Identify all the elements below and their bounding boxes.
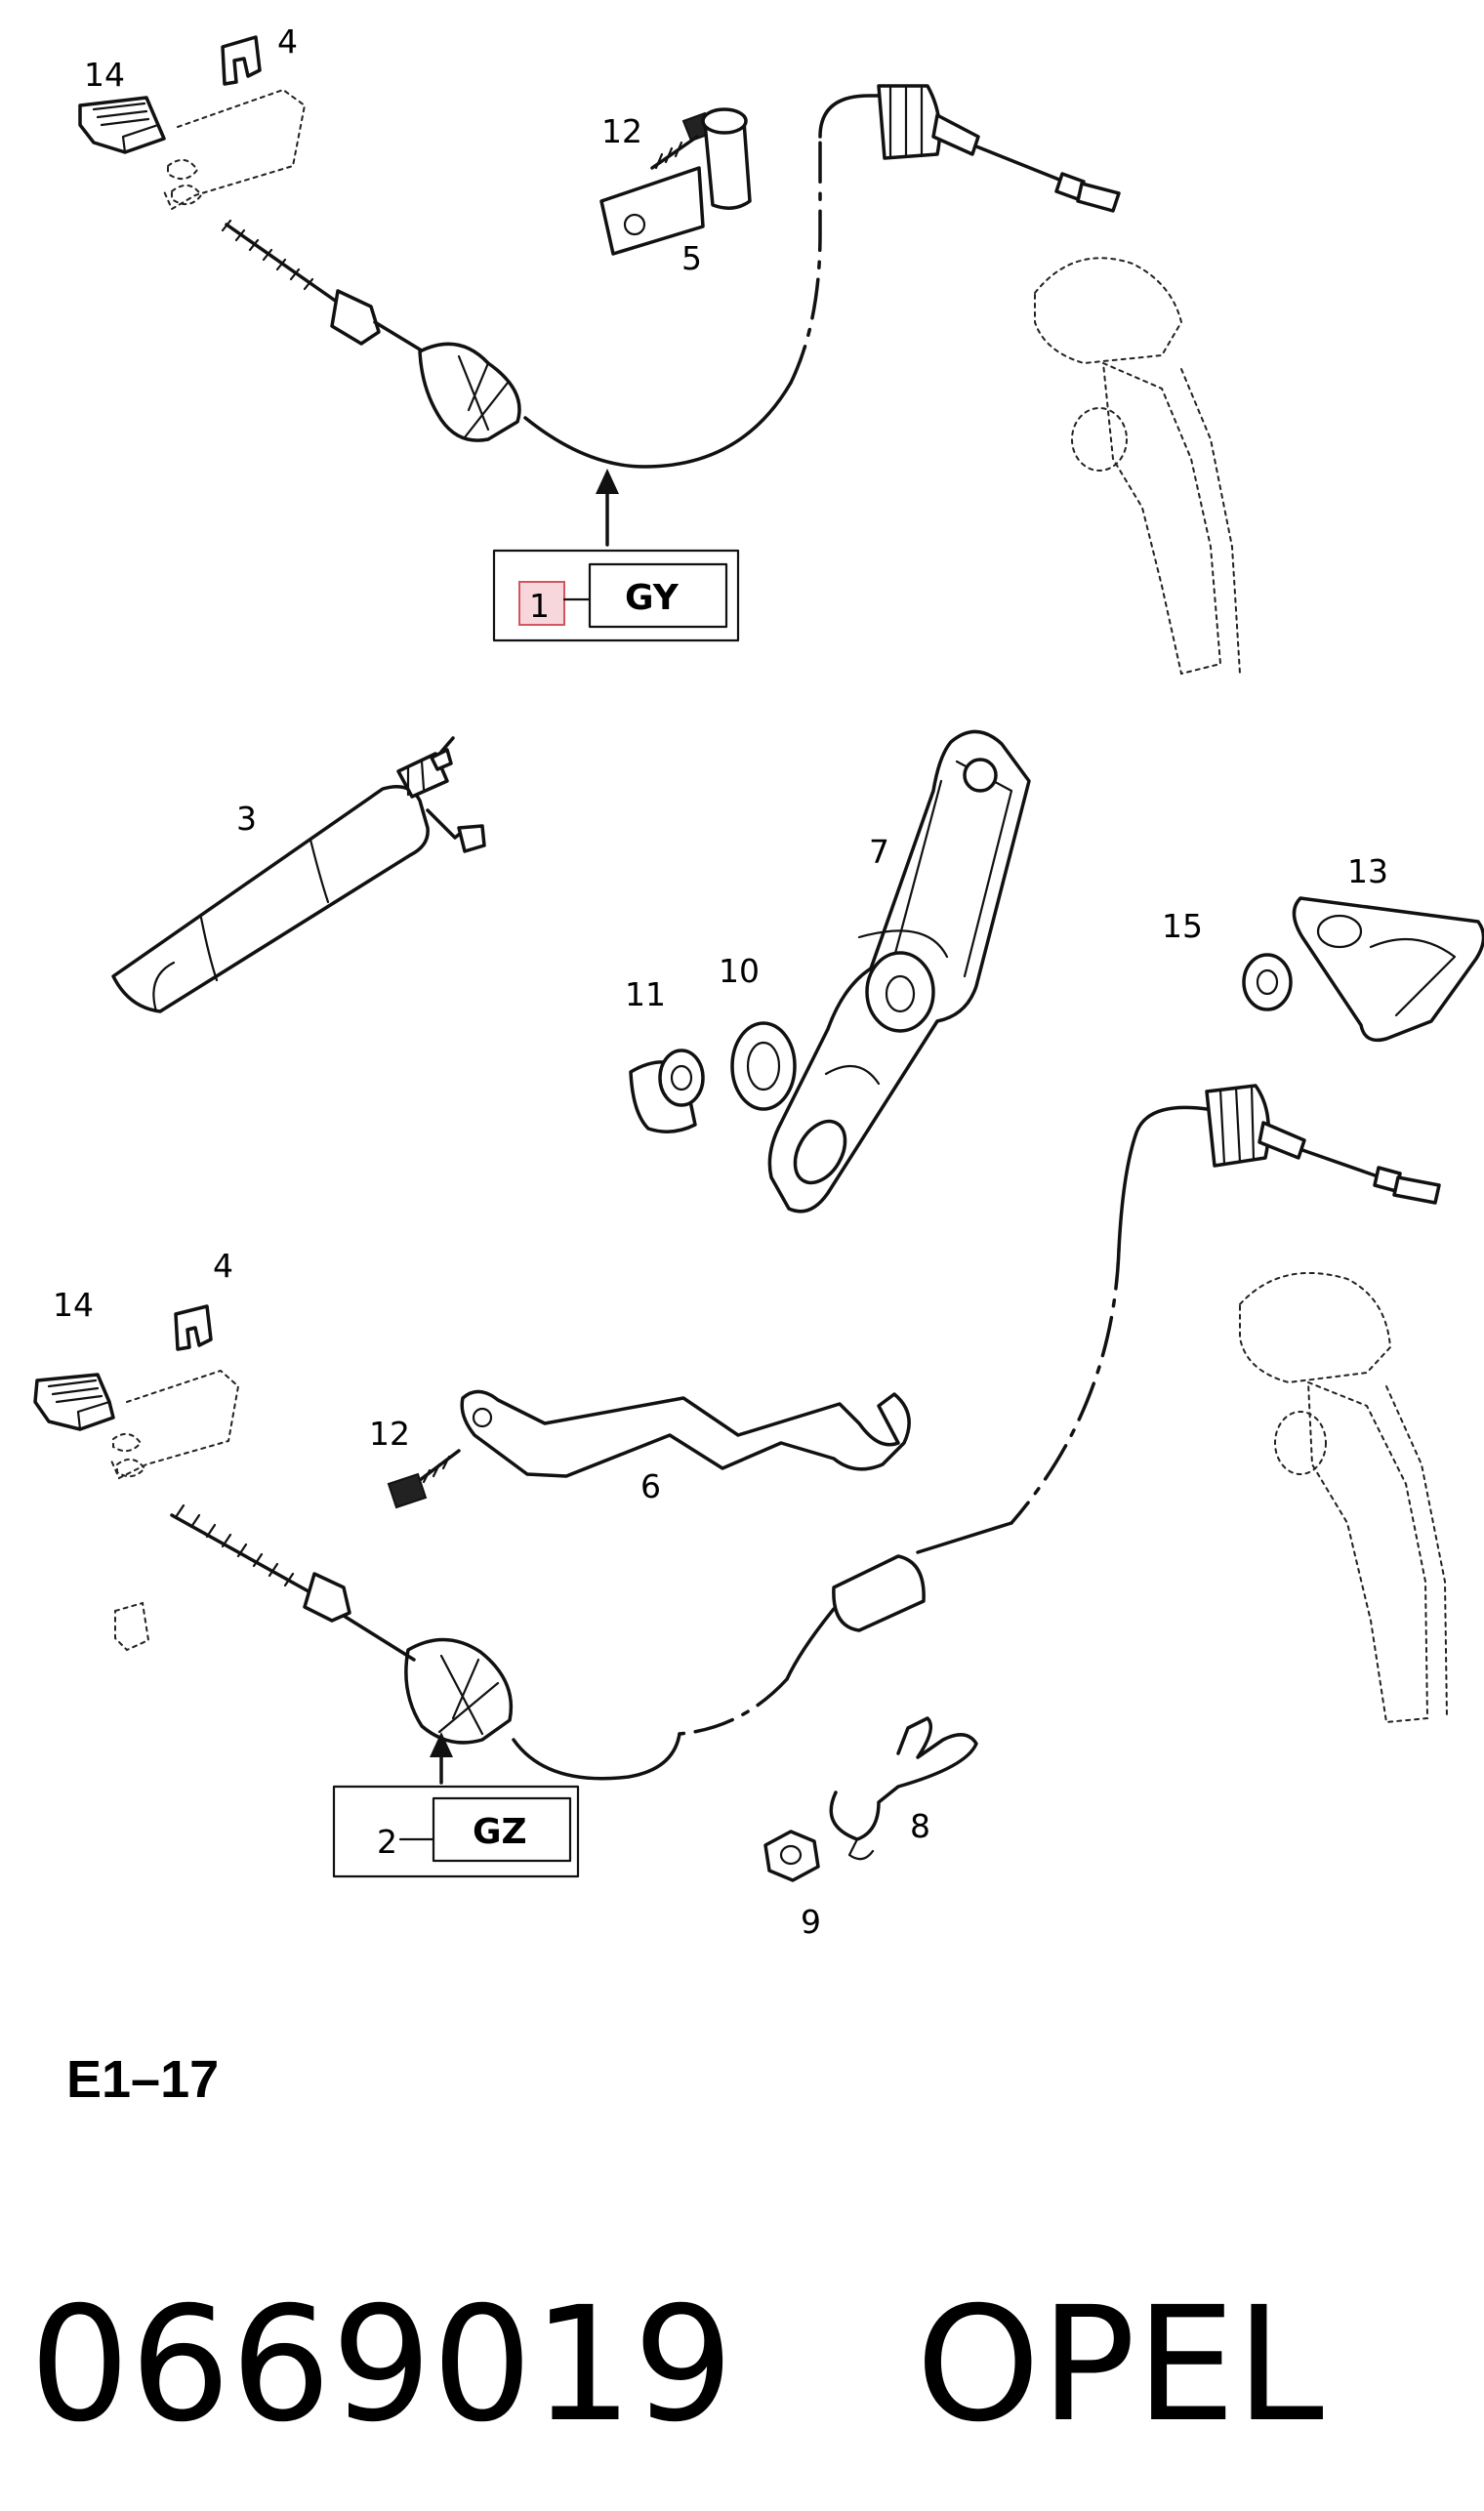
callout-14-bottom: 14 <box>53 1286 94 1324</box>
part-10-washer <box>730 1021 797 1111</box>
part-14-clip-top <box>78 96 166 154</box>
cable-2-assembly <box>170 1084 1441 1781</box>
code-cable-2: GZ <box>473 1812 527 1852</box>
callout-3: 3 <box>236 800 257 838</box>
part-13-bracket <box>1292 896 1484 1043</box>
pedal-ghost-top <box>1034 257 1241 676</box>
callout-11: 11 <box>625 975 666 1013</box>
callout-14-top: 14 <box>84 56 125 94</box>
callout-2: 2 <box>377 1823 397 1861</box>
callout-9: 9 <box>801 1903 821 1941</box>
part-12-screw-bottom <box>387 1449 461 1509</box>
callout-15: 15 <box>1162 907 1203 945</box>
part-15-washer <box>1242 953 1293 1011</box>
callout-6: 6 <box>640 1467 661 1505</box>
callout-4-top: 4 <box>277 22 298 61</box>
part-14-clip-bottom <box>33 1373 115 1431</box>
part-6-bracket-strip <box>460 1389 911 1478</box>
part-3-grip <box>111 736 486 1013</box>
part-5-bracket-top <box>599 107 752 256</box>
label-box-1 <box>492 469 740 642</box>
callout-12-bottom: 12 <box>369 1415 410 1453</box>
part-8-spring-clip <box>829 1716 978 1861</box>
label-box-2 <box>332 1732 580 1878</box>
part-9-nut <box>763 1830 820 1882</box>
ghost-bracket-top <box>163 88 307 211</box>
pedal-ghost-bottom <box>1239 1272 1448 1724</box>
part-7-bracket-plate <box>767 729 1031 1214</box>
part-4-retainer-top <box>221 35 262 86</box>
callout-8: 8 <box>910 1807 930 1845</box>
part-11-bushing <box>629 1049 705 1133</box>
highlight-marker <box>518 581 565 626</box>
cable-1-assembly <box>221 84 1121 469</box>
brand-name: OPEL <box>916 2274 1324 2457</box>
part-number: 0669019 <box>29 2274 734 2457</box>
callout-10: 10 <box>719 952 760 990</box>
callout-12-top: 12 <box>601 112 642 150</box>
callout-4-bottom: 4 <box>213 1247 233 1285</box>
callout-7: 7 <box>869 833 889 871</box>
callout-13: 13 <box>1347 852 1388 890</box>
callout-5: 5 <box>681 239 702 277</box>
callout-1: 1 <box>529 587 550 625</box>
code-cable-1: GY <box>625 578 680 618</box>
ghost-bracket-bottom <box>110 1369 240 1652</box>
diagram-reference: E1–17 <box>66 2050 219 2109</box>
part-4-retainer-bottom <box>174 1304 213 1351</box>
